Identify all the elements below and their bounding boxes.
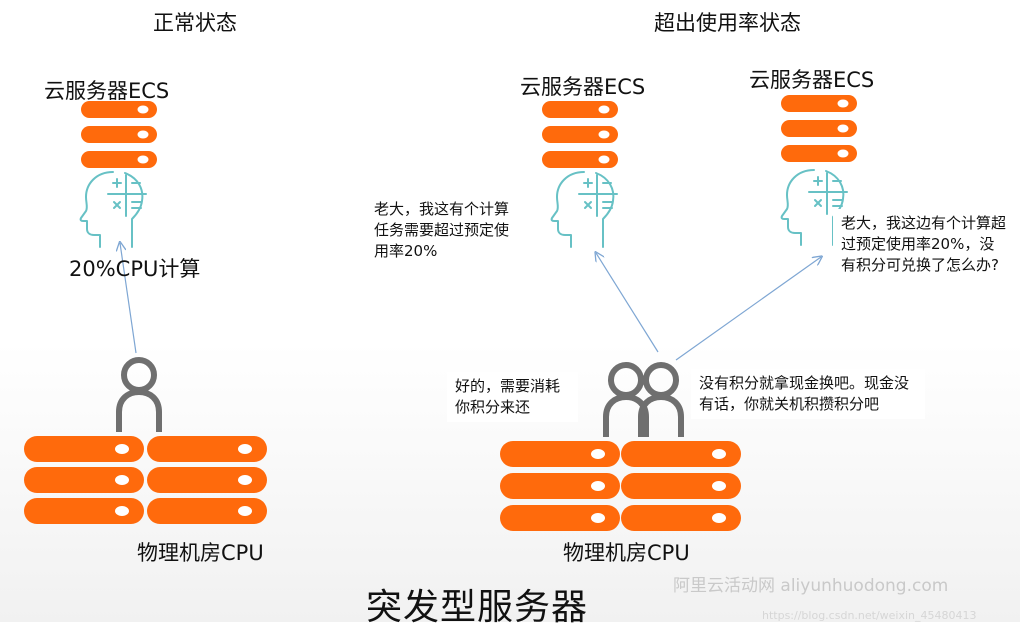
- right-ecs-a-label: 云服务器ECS: [520, 75, 646, 99]
- left-heading: 正常状态: [153, 11, 237, 35]
- right-two-people-icon: [606, 365, 681, 437]
- right-ecs-a-server-stack-icon: [542, 101, 618, 168]
- left-ecs-label: 云服务器ECS: [44, 79, 170, 103]
- watermark: 阿里云活动网 aliyunhuodong.com: [673, 576, 949, 596]
- left-ecs-server-stack-icon: [81, 101, 157, 168]
- left-thinking-head-icon: [79, 171, 147, 248]
- right-ecs-a-thinking-head-icon: [550, 171, 618, 248]
- left-physical-server-rack-icon: [24, 436, 267, 524]
- left-physical-label: 物理机房CPU: [137, 541, 264, 565]
- left-arrow: [120, 243, 137, 354]
- right-heading: 超出使用率状态: [654, 11, 801, 35]
- main-title: 突发型服务器: [366, 587, 589, 628]
- right-physical-label: 物理机房CPU: [563, 541, 690, 565]
- right-ecs-b-server-stack-icon: [781, 95, 857, 162]
- right-arrow-to-ecs-b: [675, 257, 821, 361]
- left-cpu-label: 20%CPU计算: [69, 257, 201, 281]
- right-arrow-to-ecs-a: [596, 253, 659, 353]
- bubble-reply-cash-or-shutdown: 没有积分就拿现金换吧。现金没有话，你就关机积攒积分吧: [691, 369, 925, 419]
- bubble-ecs-a-request: 老大，我这有个计算任务需要超过预定使用率20%: [366, 195, 528, 266]
- watermark-url: https://blog.csdn.net/weixin_45480413: [762, 609, 977, 622]
- bubble-reply-consume-credits: 好的，需要消耗你积分来还: [447, 372, 578, 422]
- left-person-icon: [119, 360, 159, 432]
- right-ecs-b-label: 云服务器ECS: [749, 68, 875, 92]
- right-physical-server-rack-icon: [500, 441, 741, 531]
- bubble-ecs-b-request: 老大，我这边有个计算超过预定使用率20%，没有积分可兑换了怎么办?: [833, 209, 1016, 280]
